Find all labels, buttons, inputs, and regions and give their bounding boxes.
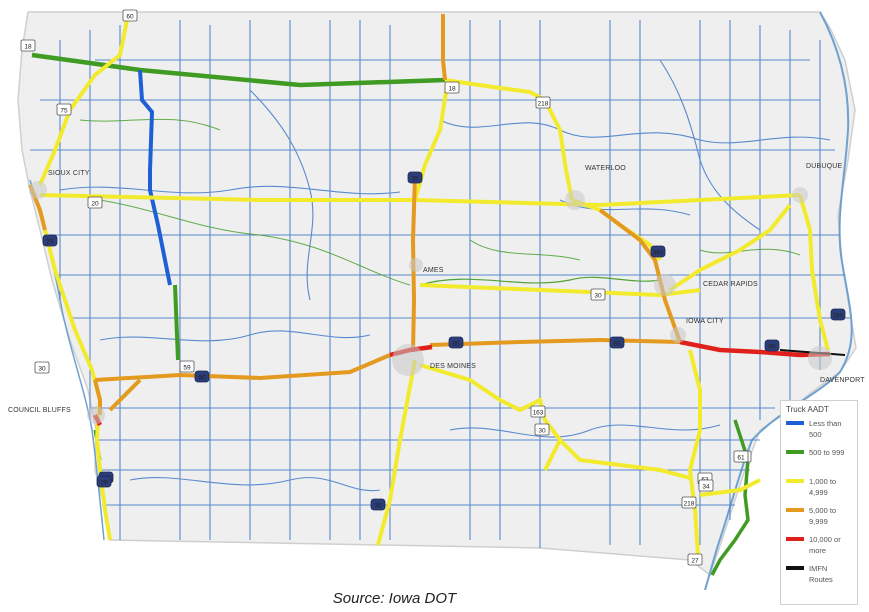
route-number-label: 60 — [126, 14, 134, 21]
city-label: DAVENPORT — [820, 377, 865, 384]
legend-swatch — [786, 508, 804, 512]
us-route-shield-icon: 18 — [20, 39, 36, 52]
legend-title: Truck AADT — [786, 405, 829, 414]
legend-label: 10,000 or more — [809, 535, 841, 555]
route-number-label: 280 — [833, 313, 844, 320]
route-number-label: 30 — [594, 293, 602, 300]
metro-areas — [29, 181, 832, 424]
us-route-shield-icon: 18 — [444, 81, 460, 94]
truck-volume-less-than-500 — [138, 69, 172, 286]
legend-label: 1,000 to 4,999 — [809, 477, 837, 497]
route-number-label: 380 — [653, 250, 664, 257]
route-number-label: 27 — [691, 558, 699, 565]
interstate-shield-icon: 80 — [194, 370, 210, 383]
interstate-shield-icon: 35 — [407, 171, 423, 184]
city-label: IOWA CITY — [686, 318, 724, 325]
legend-swatch — [786, 421, 804, 425]
city-label: CEDAR RAPIDS — [703, 281, 758, 288]
interstate-shield-icon: 80 — [764, 339, 780, 352]
route-number-label: 80 — [198, 375, 206, 382]
interstate-shield-icon: 280 — [830, 308, 846, 321]
city-label: WATERLOO — [585, 165, 626, 172]
route-number-label: 218 — [684, 501, 695, 508]
route-number-label: 218 — [538, 101, 549, 108]
interstate-shield-icon: 380 — [650, 245, 666, 258]
us-route-shield-icon: 27 — [687, 553, 703, 566]
route-number-label: 34 — [702, 484, 710, 491]
legend-label: 500 to 999 — [809, 448, 845, 457]
us-route-shield-icon: 75 — [56, 103, 72, 116]
legend-label: 5,000 to 9,999 — [809, 506, 837, 526]
interstate-shield-icon: 80 — [609, 336, 625, 349]
route-number-label: 20 — [91, 201, 99, 208]
legend-item: IMFN Routes — [786, 563, 853, 592]
us-route-shield-icon: 218 — [681, 496, 697, 509]
route-number-label: 80 — [452, 341, 460, 348]
us-route-shield-icon: 163 — [530, 405, 546, 418]
legend-item: 1,000 to 4,999 — [786, 476, 853, 505]
route-number-label: 18 — [24, 44, 32, 51]
city-label: AMES — [423, 267, 444, 274]
route-number-label: 30 — [538, 428, 546, 435]
local-road-network — [30, 20, 850, 548]
route-shields: 1860752029593035182183803080808080280235… — [20, 9, 846, 566]
route-number-label: 75 — [60, 108, 68, 115]
us-route-shield-icon: 59 — [179, 360, 195, 373]
route-number-label: 59 — [183, 365, 191, 372]
route-number-label: 163 — [533, 410, 544, 417]
mississippi-river — [704, 11, 853, 590]
route-number-label: 35 — [411, 176, 419, 183]
route-number-label: 80 — [768, 344, 776, 351]
city-label: DUBUQUE — [806, 163, 843, 170]
interstate-shield-icon: 29 — [42, 234, 58, 247]
legend-swatch — [786, 450, 804, 454]
legend-item: Less than 500 — [786, 418, 853, 447]
us-route-shield-icon: 34 — [698, 479, 714, 492]
legend-label: IMFN Routes — [809, 564, 833, 584]
iowa-truck-aadt-map: SIOUX CITY WATERLOO DUBUQUE AMES CEDAR R… — [8, 9, 865, 590]
us-route-shield-icon: 61 — [733, 450, 749, 463]
us-route-shield-icon: 30 — [34, 361, 50, 374]
us-route-shield-icon: 30 — [590, 288, 606, 301]
city-label: COUNCIL BLUFFS — [8, 407, 71, 414]
map-legend: Truck AADT Less than 500 500 to 999 1,00… — [780, 400, 858, 605]
legend-swatch — [786, 479, 804, 483]
legend-item: 500 to 999 — [786, 447, 853, 476]
route-number-label: 61 — [737, 455, 745, 462]
city-labels: SIOUX CITY WATERLOO DUBUQUE AMES CEDAR R… — [8, 163, 865, 414]
legend-item: 5,000 to 9,999 — [786, 505, 853, 534]
us-route-shield-icon: 218 — [535, 96, 551, 109]
route-number-label: 29 — [100, 480, 108, 487]
us-route-shield-icon: 60 — [122, 9, 138, 22]
interstate-shield-icon: 29 — [96, 475, 112, 488]
legend-swatch — [786, 537, 804, 541]
us-route-shield-icon: 30 — [534, 423, 550, 436]
legend-label: Less than 500 — [809, 419, 842, 439]
interstate-shield-icon: 35 — [370, 498, 386, 511]
source-caption: Source: Iowa DOT — [332, 590, 457, 607]
legend-swatch — [786, 566, 804, 570]
us-route-shield-icon: 20 — [87, 196, 103, 209]
route-number-label: 18 — [448, 86, 456, 93]
city-label: DES MOINES — [430, 363, 476, 370]
route-number-label: 80 — [613, 341, 621, 348]
city-label: SIOUX CITY — [48, 170, 90, 177]
interstate-shield-icon: 80 — [448, 336, 464, 349]
map-canvas: SIOUX CITY WATERLOO DUBUQUE AMES CEDAR R… — [8, 9, 865, 590]
route-number-label: 35 — [374, 503, 382, 510]
route-number-label: 30 — [38, 366, 46, 373]
route-number-label: 29 — [46, 239, 54, 246]
legend-item: 10,000 or more — [786, 534, 853, 563]
